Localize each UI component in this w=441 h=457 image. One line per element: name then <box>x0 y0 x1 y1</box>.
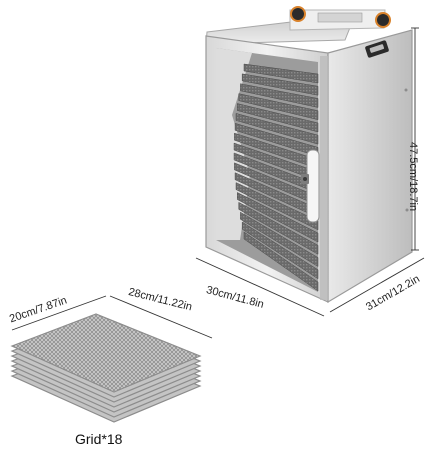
shelf-rack <box>238 201 319 255</box>
side-screw-icon <box>405 208 409 212</box>
shelf-rack <box>235 182 319 231</box>
shelf-rack <box>237 103 319 133</box>
cabinet-side <box>327 29 413 304</box>
shelf-rack <box>243 231 319 292</box>
shelf-rack <box>241 73 319 96</box>
shelf-rack <box>240 83 319 108</box>
door-hinge-strip <box>320 56 328 300</box>
mesh-tray <box>10 313 202 393</box>
shelf-rack <box>238 93 319 121</box>
shelf-rack <box>235 113 319 145</box>
door-handle-icon <box>301 149 320 223</box>
right-knob-icon <box>375 12 391 28</box>
tray-count-label: Grid*18 <box>75 431 123 447</box>
shelf-racks <box>233 63 319 292</box>
left-knob-icon <box>290 6 306 22</box>
shelf-rack <box>237 192 319 243</box>
shelf-rack <box>243 63 319 84</box>
side-handle-icon <box>365 40 389 58</box>
shelf-rack <box>240 211 319 267</box>
height-dimension-label: 47.5cm/18.7in <box>407 142 419 212</box>
dimension-lines <box>11 27 425 339</box>
dehydrator <box>205 6 413 304</box>
tray-stack <box>10 313 202 423</box>
display-screen <box>317 12 363 23</box>
shelf-rack <box>241 221 319 280</box>
side-screw-icon <box>404 88 408 92</box>
